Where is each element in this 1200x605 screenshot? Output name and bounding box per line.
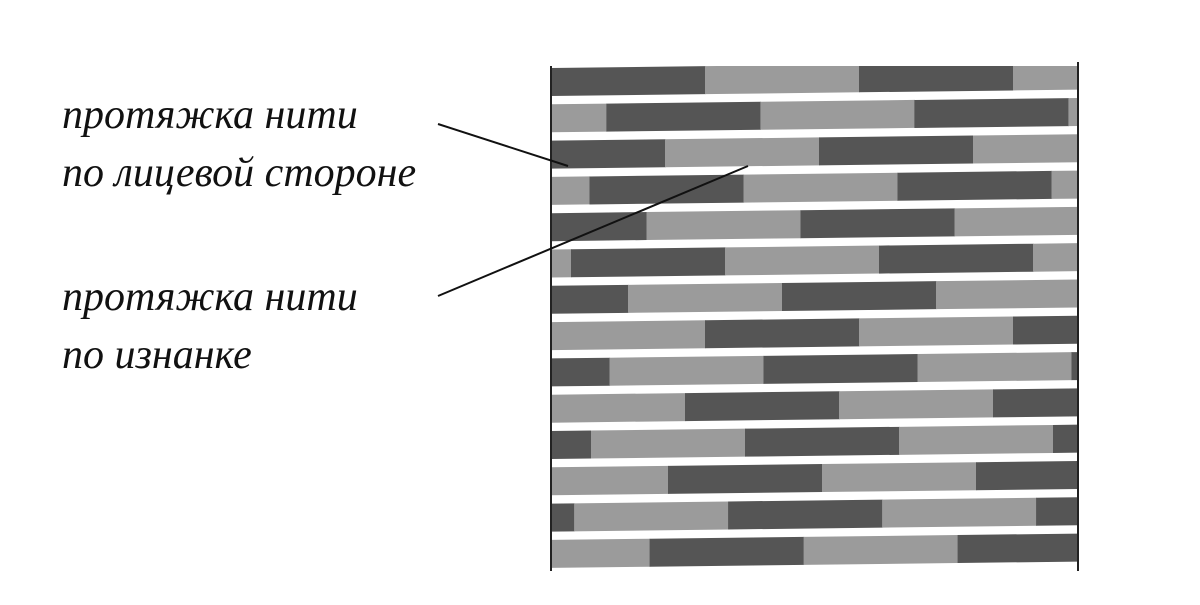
float-back <box>705 66 860 95</box>
label-back-line1: протяжка нити <box>62 274 358 320</box>
weave-row <box>551 386 1200 423</box>
weave-row <box>551 205 1200 242</box>
float-face <box>745 426 900 457</box>
float-back <box>609 355 765 386</box>
float-face <box>879 243 1034 274</box>
weave-rows <box>551 59 1200 569</box>
float-back <box>973 133 1078 164</box>
float-face <box>1187 240 1200 270</box>
float-face <box>606 101 762 132</box>
float-back <box>551 538 651 569</box>
weave-row <box>551 494 1200 534</box>
label-face-line2: по лицевой стороне <box>62 150 417 196</box>
label-back-float: протяжка нити по изнанке <box>62 268 358 384</box>
float-back <box>1013 66 1078 91</box>
float-face <box>589 174 745 205</box>
float-back <box>628 283 783 313</box>
float-face <box>976 460 1078 491</box>
float-face <box>782 281 937 312</box>
float-back <box>1147 386 1200 416</box>
float-back <box>1112 531 1200 561</box>
float-back <box>917 352 1073 383</box>
float-face <box>1109 205 1200 235</box>
float-face <box>1127 132 1200 162</box>
leader-line-face <box>437 123 569 167</box>
label-face-line1: протяжка нити <box>62 92 358 138</box>
weave-borders <box>550 62 1079 571</box>
weave-row <box>551 240 1200 280</box>
float-face <box>897 170 1053 201</box>
float-face <box>957 533 1078 564</box>
float-face <box>1167 59 1200 89</box>
float-back <box>822 462 977 493</box>
float-face <box>1053 423 1078 453</box>
float-back <box>839 389 994 420</box>
float-face <box>551 430 592 461</box>
label-face-float: протяжка нити по лицевой стороне <box>62 86 416 202</box>
float-face <box>1036 495 1078 526</box>
weave-row <box>551 423 1078 461</box>
float-back <box>760 99 916 130</box>
float-back <box>574 501 729 532</box>
leader-lines <box>437 123 749 297</box>
float-back <box>551 393 686 423</box>
float-back <box>646 210 802 241</box>
float-back <box>882 497 1037 528</box>
weave-row <box>551 350 1078 388</box>
float-back <box>551 320 706 351</box>
float-back <box>551 103 607 134</box>
float-back <box>1033 241 1078 272</box>
float-back <box>551 176 591 207</box>
float-face <box>800 208 956 239</box>
weave-row <box>551 458 1200 496</box>
float-face <box>728 499 883 530</box>
float-back <box>954 206 1078 237</box>
float-face <box>551 66 706 96</box>
float-back <box>1068 96 1078 127</box>
float-face <box>763 353 919 384</box>
float-back <box>803 535 959 565</box>
float-face <box>705 318 860 349</box>
leader-line-back <box>437 165 749 297</box>
float-back <box>591 428 746 459</box>
float-back <box>936 279 1078 310</box>
weave-row <box>551 313 1200 351</box>
float-face <box>649 536 805 567</box>
label-back-line2: по изнанке <box>62 332 252 378</box>
float-back <box>899 424 1054 455</box>
float-face <box>859 66 1014 93</box>
float-face <box>914 98 1070 128</box>
weave-row <box>551 59 1200 96</box>
float-back <box>551 249 572 280</box>
float-face <box>668 464 823 494</box>
float-face <box>1090 277 1200 307</box>
float-back <box>1190 494 1200 524</box>
float-face <box>1071 350 1078 381</box>
float-face <box>685 391 840 422</box>
float-back <box>1167 313 1200 343</box>
float-face <box>993 387 1078 418</box>
float-face <box>551 212 648 242</box>
float-back <box>665 137 820 168</box>
float-back <box>551 465 669 496</box>
float-face <box>571 247 726 278</box>
float-back <box>725 245 880 276</box>
float-back <box>743 172 899 203</box>
weave-row <box>551 96 1078 134</box>
float-face <box>1013 314 1078 345</box>
float-back <box>1130 458 1200 488</box>
float-face <box>551 357 611 388</box>
weave-row <box>551 531 1200 569</box>
float-face <box>551 139 666 170</box>
float-back <box>1051 169 1078 199</box>
weave-row <box>551 277 1200 315</box>
float-face <box>819 135 974 166</box>
weave-row <box>551 132 1200 170</box>
float-back <box>859 316 1014 347</box>
